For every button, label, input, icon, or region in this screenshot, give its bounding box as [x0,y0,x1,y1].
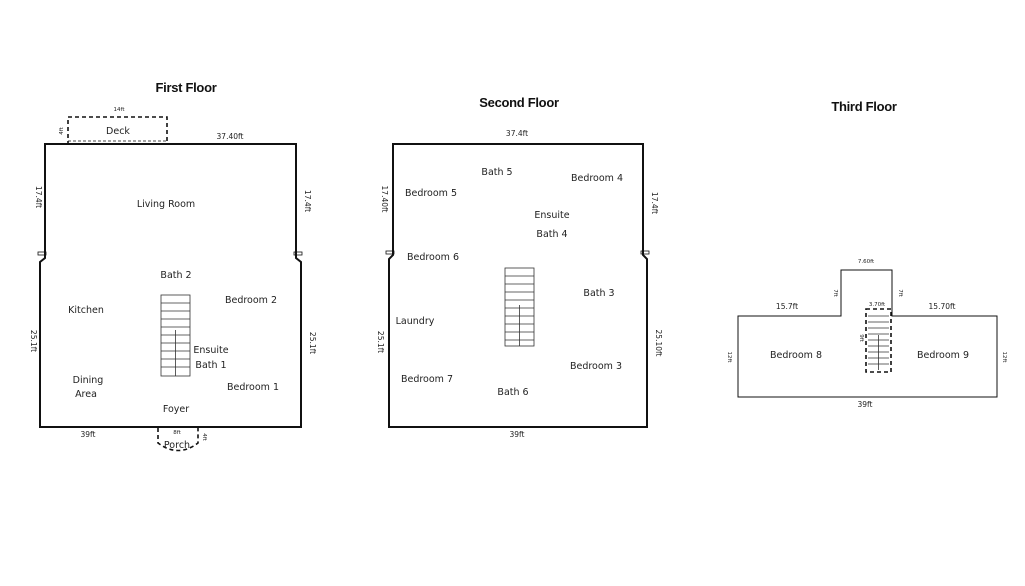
room-label-ensuite: Ensuite [534,210,569,221]
room-label-bedroom-9: Bedroom 9 [917,350,969,361]
room-label-bedroom-1: Bedroom 1 [227,382,279,393]
room-label-bedroom-2: Bedroom 2 [225,295,277,306]
room-label-porch: Porch [164,440,190,451]
room-label-bath-5: Bath 5 [481,167,512,178]
third-floor-stairwell [865,308,892,373]
left-jog-marker [385,250,395,255]
third-floor-plan: Third Floor 7.60ft 15.7ft 15.70ft 3.70ft… [726,99,1007,409]
room-label-ensuite: Ensuite [193,345,228,356]
room-label-bedroom-3: Bedroom 3 [570,361,622,372]
dim-third-right: 12ft [1001,352,1007,364]
dim-third-riser-right: 7ft [897,289,903,297]
room-label-dining: Dining [73,375,104,386]
deck-outline [67,116,168,145]
dim-second-bottom: 39ft [510,430,525,439]
first-floor-plan: First Floor Deck 14ft 4ft Porch 8f [29,80,317,452]
room-label-bath-4: Bath 4 [536,229,567,240]
dim-third-top-right: 15.70ft [929,302,956,311]
room-label-bath-1: Bath 1 [195,360,226,371]
room-label-foyer: Foyer [163,404,189,415]
dim-third-bottom: 39ft [858,400,873,409]
room-label-living-room: Living Room [137,199,195,210]
dim-porch-top: 8ft [173,430,181,436]
first-floor-outline [39,143,302,428]
dim-deck-top: 14ft [114,107,126,113]
right-jog-marker [293,251,303,256]
third-floor-staircase [868,315,889,370]
second-floor-title: Second Floor [479,95,559,110]
second-floor-outline [388,143,648,428]
room-label-laundry: Laundry [396,316,435,327]
left-jog-marker [37,251,47,256]
dim-first-top: 37.40ft [217,132,244,141]
room-label-kitchen: Kitchen [68,305,104,316]
dim-first-left-lower: 25.1ft [29,330,38,352]
room-label-bedroom-4: Bedroom 4 [571,173,623,184]
first-floor-staircase [160,294,191,377]
second-floor-plan: Second Floor 37.4ft 17.40ft 17.4ft 25.1f… [376,95,663,439]
dim-first-right-upper: 17.4ft [303,190,312,212]
room-label-bedroom-6: Bedroom 6 [407,252,459,263]
dim-second-left-lower: 25.1ft [376,331,385,353]
porch-outline [157,428,199,452]
room-label-deck: Deck [106,126,130,137]
dim-second-left-upper: 17.40ft [380,186,389,213]
room-label-bedroom-5: Bedroom 5 [405,188,457,199]
room-label-bedroom-7: Bedroom 7 [401,374,453,385]
dim-porch-side: 4ft [201,433,207,441]
dim-deck-side: 4ft [59,126,65,134]
room-label-bath-3: Bath 3 [583,288,614,299]
third-floor-title: Third Floor [831,99,897,114]
first-floor-title: First Floor [156,80,217,95]
third-floor-outline [737,269,998,398]
dim-third-top-center: 7.60ft [858,259,875,265]
dim-first-bottom: 39ft [81,430,96,439]
right-jog-marker [640,250,650,255]
dim-second-top: 37.4ft [506,129,528,138]
room-label-area: Area [75,389,97,400]
dim-third-top-left: 15.7ft [776,302,798,311]
second-floor-staircase [504,267,535,347]
dim-second-right-lower: 25.10ft [654,330,663,357]
dim-first-left-upper: 17.4ft [34,186,43,208]
room-label-bath-6: Bath 6 [497,387,528,398]
room-label-bedroom-8: Bedroom 8 [770,350,822,361]
dim-third-stair-top: 3.70ft [869,302,886,308]
dim-third-riser-left: 7ft [832,289,838,297]
dim-third-left: 12ft [726,352,732,364]
dim-first-right-lower: 25.1ft [308,332,317,354]
room-label-bath-2: Bath 2 [160,270,191,281]
dim-second-right-upper: 17.4ft [650,192,659,214]
dim-third-stair-side: 9ft [858,334,864,342]
